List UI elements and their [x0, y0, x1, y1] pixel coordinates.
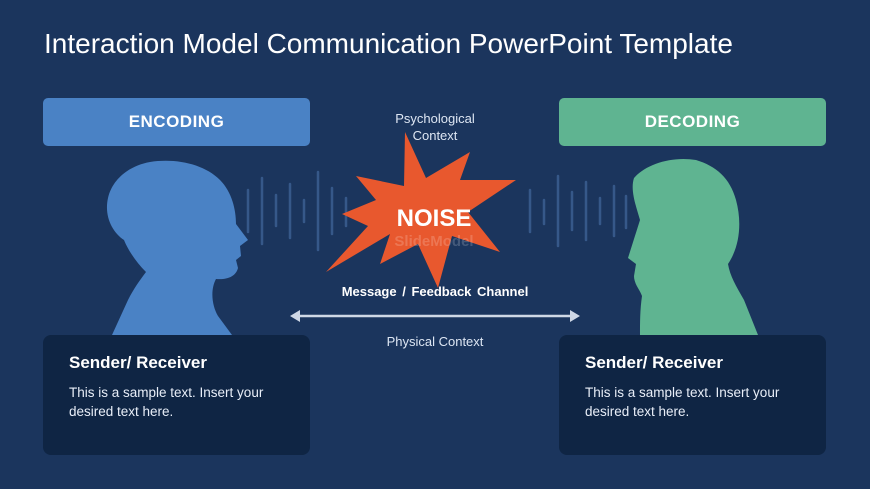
sound-wave-left: [246, 170, 348, 252]
left-card-text: This is a sample text. Insert your desir…: [69, 385, 264, 419]
decoding-text: DECODING: [644, 112, 741, 131]
psychological-context-label: Psychological Context: [395, 111, 475, 143]
left-card: Sender/ Receiver This is a sample text. …: [43, 335, 310, 455]
decoding-label: DECODING: [559, 98, 826, 146]
receiver-silhouette-icon: [628, 158, 758, 335]
encoding-text: ENCODING: [128, 112, 225, 131]
channel-arrow-icon: [290, 310, 580, 322]
physical-context-label: Physical Context: [386, 334, 484, 349]
page-title: Interaction Model Communication PowerPoi…: [44, 28, 733, 59]
left-card-heading: Sender/ Receiver: [69, 353, 207, 372]
right-card-heading: Sender/ Receiver: [585, 353, 723, 372]
encoding-label: ENCODING: [43, 98, 310, 146]
watermark: SlideModel: [394, 233, 473, 250]
right-card-text: This is a sample text. Insert your desir…: [585, 385, 780, 419]
sound-wave-right: [528, 174, 628, 248]
sender-silhouette-icon: [106, 160, 249, 335]
noise-burst-icon: [326, 132, 516, 288]
channel-label: Message / Feedback Channel: [341, 284, 529, 299]
right-card: Sender/ Receiver This is a sample text. …: [559, 335, 826, 455]
noise-label: NOISE: [397, 205, 472, 232]
